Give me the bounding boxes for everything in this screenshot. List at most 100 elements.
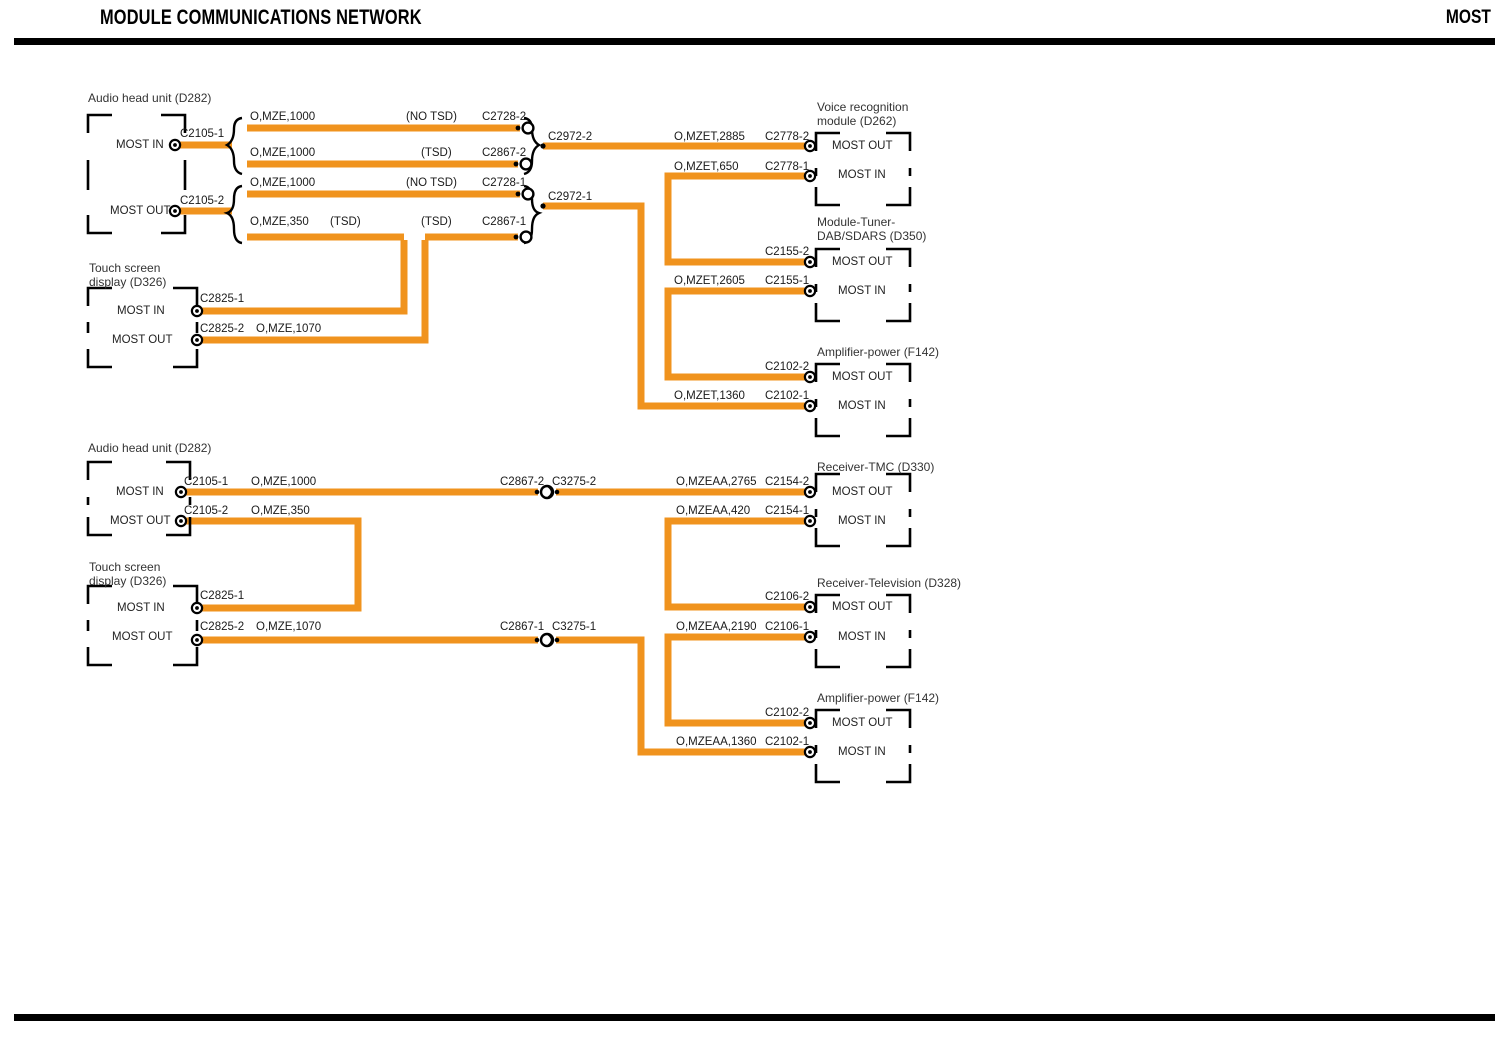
connector-label-c2867-1-bottom: C2867-1 <box>500 621 545 633</box>
connector-label-c2972-2: C2972-2 <box>548 131 593 143</box>
connector-label-c2867-2-bottom: C2867-2 <box>500 476 545 488</box>
module-title-touch-screen-top-line2: display (D326) <box>89 275 167 289</box>
connector-label-c3275-2: C3275-2 <box>552 476 597 488</box>
connector-label-c3275-1: C3275-1 <box>552 621 597 633</box>
module-title-voice-recognition-line2: module (D262) <box>817 114 897 128</box>
connector-label-c2102-1-top: C2102-1 <box>765 390 810 402</box>
connector-label-c2105-2-bottom: C2105-2 <box>184 505 229 517</box>
terminal-c2825-2-top <box>190 333 204 347</box>
terminal-c2825-2-b <box>190 633 204 647</box>
note-tsd-c: (TSD) <box>421 216 452 228</box>
wire-label-mze-1070-top: O,MZE,1070 <box>256 323 322 335</box>
cavity-c2728-1 <box>515 187 535 201</box>
terminal-c2105-2-b <box>174 514 188 528</box>
module-title-receiver-tmc: Receiver-TMC (D330) <box>817 460 935 474</box>
note-no-tsd-a: (NO TSD) <box>406 111 457 123</box>
terminal-label-most-out-audio-bottom: MOST OUT <box>110 515 171 527</box>
connector-label-c2102-2-top: C2102-2 <box>765 361 810 373</box>
terminal-label-most-out-tuner: MOST OUT <box>832 256 893 268</box>
terminal-label-most-out-touch-bottom: MOST OUT <box>112 631 173 643</box>
note-tsd-b: (TSD) <box>330 216 361 228</box>
connector-label-c2867-2: C2867-2 <box>482 147 527 159</box>
wire-mze-1070-top <box>200 240 429 344</box>
connector-label-c2825-1-bottom: C2825-1 <box>200 590 245 602</box>
terminal-c2778-1 <box>803 169 817 183</box>
wire-label-b-mzeaa-420: O,MZEAA,420 <box>676 505 751 517</box>
module-outlines <box>86 113 912 784</box>
terminal-c2105-1 <box>168 138 182 152</box>
connector-label-c2867-1: C2867-1 <box>482 216 527 228</box>
wire-label-b-mze-1070: O,MZE,1070 <box>256 621 322 633</box>
terminal-label-most-in-amp-top: MOST IN <box>838 400 886 412</box>
terminal-c2105-1-b <box>174 485 188 499</box>
wire-label-b-mzeaa-2765: O,MZEAA,2765 <box>676 476 757 488</box>
connector-label-c2106-1: C2106-1 <box>765 621 810 633</box>
inline-splice-group <box>534 484 560 648</box>
connector-label-c2972-1: C2972-1 <box>548 191 593 203</box>
connector-label-c2105-2-top: C2105-2 <box>180 195 225 207</box>
connector-label-c2728-1: C2728-1 <box>482 177 527 189</box>
wire-b-mzeaa-420 <box>664 517 806 611</box>
wire-label-mze-350: O,MZE,350 <box>250 216 309 228</box>
footer-divider-rule <box>14 1014 1495 1021</box>
terminal-c2105-2 <box>168 204 182 218</box>
wire-group-top <box>178 124 806 410</box>
terminal-label-most-in-touch-top: MOST IN <box>117 305 165 317</box>
note-tsd-a: (TSD) <box>421 147 452 159</box>
wire-mzet-650 <box>664 172 806 266</box>
terminal-c2102-1-top <box>803 399 817 413</box>
terminal-label-most-out-amp-top: MOST OUT <box>832 371 893 383</box>
terminal-label-most-out-tmc: MOST OUT <box>832 486 893 498</box>
connector-label-c2102-1-bottom: C2102-1 <box>765 736 810 748</box>
terminal-c2825-1-top <box>190 304 204 318</box>
module-title-audio-head-unit-bottom: Audio head unit (D282) <box>88 441 212 455</box>
connector-label-c2105-1-top: C2105-1 <box>180 128 225 140</box>
cavity-c2867-1 <box>513 230 533 244</box>
terminal-c2102-1-bottom <box>803 745 817 759</box>
connector-label-c2825-2-top: C2825-2 <box>200 323 245 335</box>
connector-label-c2825-2-bottom: C2825-2 <box>200 621 245 633</box>
terminal-label-most-out-audio-top: MOST OUT <box>110 205 171 217</box>
wire-b-mzeaa-1360 <box>556 636 806 756</box>
module-title-touch-screen-bottom-line2: display (D326) <box>89 574 167 588</box>
connector-label-c2155-1: C2155-1 <box>765 275 810 287</box>
pin-c2972-1 <box>540 203 546 209</box>
cavity-c2728-2 <box>515 121 535 135</box>
splice-c2867-2-c3275-2 <box>534 484 560 500</box>
terminal-c2106-1 <box>803 630 817 644</box>
terminal-label-most-out-touch-top: MOST OUT <box>112 334 173 346</box>
module-title-audio-head-unit-top: Audio head unit (D282) <box>88 91 212 105</box>
header-system-label: MOST <box>1445 7 1491 28</box>
terminal-c2154-1 <box>803 514 817 528</box>
terminal-label-most-in-voice: MOST IN <box>838 169 886 181</box>
terminal-c2102-2-top <box>803 370 817 384</box>
terminal-symbol-group <box>168 138 817 759</box>
wire-label-mze-1000-c: O,MZE,1000 <box>250 177 316 189</box>
page-header: MODULE COMMUNICATIONS NETWORK MOST <box>0 0 1507 46</box>
terminal-c2106-2 <box>803 600 817 614</box>
brace-c2105-1 <box>224 116 243 176</box>
terminal-label-most-in-amp-bottom: MOST IN <box>838 746 886 758</box>
wire-group-bottom <box>184 488 806 756</box>
connector-label-c2105-1-bottom: C2105-1 <box>184 476 229 488</box>
terminal-label-most-in-tv: MOST IN <box>838 631 886 643</box>
terminal-label-most-in-tuner: MOST IN <box>838 285 886 297</box>
terminal-label-most-in-touch-bottom: MOST IN <box>117 602 165 614</box>
connector-label-c2102-2-bottom: C2102-2 <box>765 707 810 719</box>
wire-label-mzet-1360: O,MZET,1360 <box>674 390 745 402</box>
connector-label-c2106-2: C2106-2 <box>765 591 810 603</box>
wire-mzet-1360 <box>543 202 806 410</box>
brace-c2105-2 <box>223 184 243 245</box>
module-title-amplifier-bottom: Amplifier-power (F142) <box>817 691 940 705</box>
connector-label-c2154-2: C2154-2 <box>765 476 810 488</box>
wire-tsd-touch-in <box>200 240 408 315</box>
wire-label-b-mzeaa-1360: O,MZEAA,1360 <box>676 736 757 748</box>
module-title-tuner-line2: DAB/SDARS (D350) <box>817 229 927 243</box>
wire-mzet-2605 <box>664 287 806 381</box>
page-title: MODULE COMMUNICATIONS NETWORK <box>100 6 422 29</box>
terminal-c2102-2-bottom <box>803 716 817 730</box>
terminal-c2155-2 <box>803 255 817 269</box>
wire-label-b-mze-350: O,MZE,350 <box>251 505 310 517</box>
